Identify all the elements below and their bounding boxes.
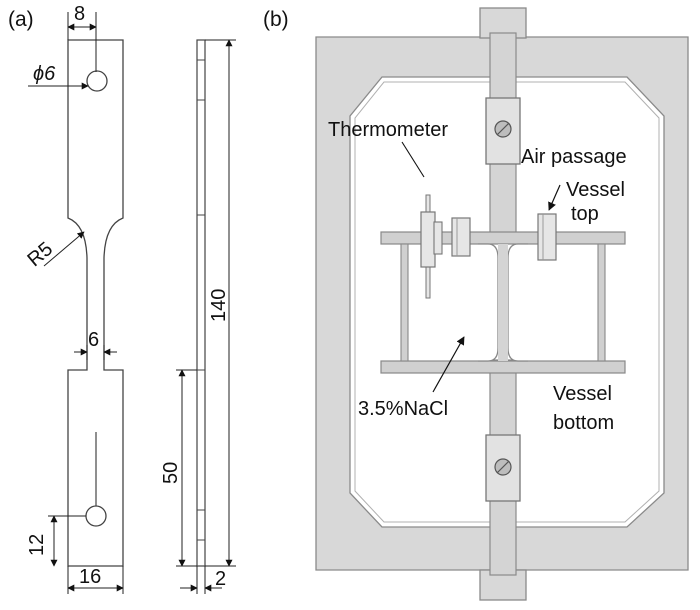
thermometer-fitting <box>433 221 443 255</box>
lower-pin-slot <box>496 460 510 474</box>
dim-thickness-label: 2 <box>215 568 226 590</box>
side-view-ticks <box>197 59 205 541</box>
port-fitting-left <box>451 217 471 257</box>
vessel-left <box>478 243 499 362</box>
dim-length <box>205 39 236 567</box>
specimen-bar-in-vessel <box>498 244 508 361</box>
dim-radius-label: R5 <box>23 238 57 271</box>
vessel-top-label-line1: Vessel <box>566 179 625 201</box>
vessel-top-plate <box>380 231 626 245</box>
vessel-right <box>507 243 528 362</box>
solution-arrow <box>432 336 465 393</box>
dim-hole-offset-label: 8 <box>74 3 85 25</box>
vessel-rods <box>400 243 606 362</box>
dim-grip-length <box>176 369 197 567</box>
top-hole <box>86 70 108 92</box>
dim-hole-to-end <box>48 515 86 567</box>
panel-a-label: (a) <box>8 8 34 31</box>
dim-thickness <box>180 566 222 594</box>
thermometer-leader <box>401 141 425 178</box>
dim-hole-offset <box>67 12 97 72</box>
panel-a: (a) 8 ϕ6 R5 6 <box>8 3 236 594</box>
air-passage-label: Air passage <box>521 146 627 168</box>
dim-grip-length-label: 50 <box>160 462 182 484</box>
dim-gauge-width <box>74 345 117 360</box>
vessel-top-label-line2: top <box>571 203 599 225</box>
frame-inner-edge <box>354 81 660 523</box>
loading-frame <box>315 36 689 571</box>
dim-width <box>67 566 124 594</box>
air-passage-fitting <box>537 213 557 261</box>
dim-hole-to-end-label: 12 <box>26 534 48 556</box>
vessel-bottom-plate <box>380 360 626 374</box>
dim-gauge-width-label: 6 <box>88 329 99 351</box>
vessel-bottom-label-line1: Vessel <box>553 383 612 405</box>
dim-length-label: 140 <box>208 289 230 322</box>
dim-width-label: 16 <box>79 566 101 588</box>
thermometer-clamp <box>420 211 436 268</box>
specimen-side-view <box>196 39 206 567</box>
thermometer-label: Thermometer <box>328 119 448 141</box>
panel-b-label: (b) <box>263 8 289 31</box>
upper-pin-slot <box>496 122 510 136</box>
solution-label: 3.5%NaCl <box>358 398 448 420</box>
vessel-bottom-label-line2: bottom <box>553 412 614 434</box>
dim-hole-diameter-label: ϕ6 <box>33 63 56 85</box>
dim-radius-leader <box>43 231 85 267</box>
panel-b: (b) <box>263 7 689 601</box>
vessel-top-arrow <box>548 184 561 211</box>
